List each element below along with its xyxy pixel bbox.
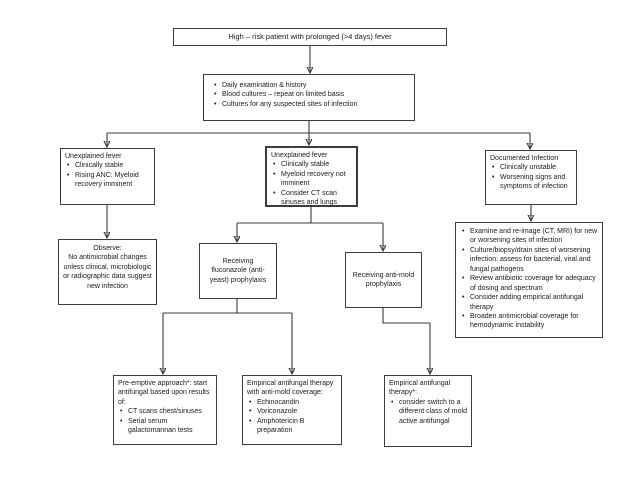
box-receiving-antimold: Receiving anti-mold prophylaxis (345, 252, 422, 308)
list-item: Review antibiotic coverage for adequacy … (460, 274, 598, 293)
workup-bullet: Cultures for any suspected sites of infe… (212, 100, 410, 109)
box-empirical-antimold-therapy: Empirical antifungal therapy with anti-m… (242, 375, 342, 445)
box-title: Empirical antifungal therapy*: (389, 380, 451, 397)
list-item: Rising ANC: Myeloid recovery imminent (65, 171, 150, 190)
box-unexplained-fever-persistent: Unexplained fever Clinically stable Myel… (265, 146, 358, 207)
list-item: Culture/biopsy/drain sites of worsening … (460, 246, 598, 274)
list-item: Examine and re-image (CT, MRI) for new o… (460, 227, 598, 246)
box-initial-workup: Daily examination & history Blood cultur… (203, 74, 415, 121)
box-high-risk-patient: High – risk patient with prolonged (>4 d… (173, 28, 447, 46)
edge-antimold-to-switch (382, 308, 430, 373)
box-observe: Observe: No antimicrobial changes unless… (58, 239, 157, 305)
list-item: Serial serum galactomannan tests (118, 417, 212, 436)
box-title: Pre-emptive approach*: start antifungal … (118, 380, 210, 406)
list-item: Consider adding empirical antifungal the… (460, 293, 598, 312)
box-title: Unexplained fever (271, 152, 328, 159)
list-item: Clinically stable (271, 160, 352, 169)
box-unexplained-fever-stable: Unexplained fever Clinically stable Risi… (60, 148, 155, 205)
workup-bullet: Blood cultures – repeat on limited basis (212, 90, 410, 99)
box-documented-infection-actions: Examine and re-image (CT, MRI) for new o… (455, 222, 603, 338)
box-title: Empirical antifungal therapy with anti-m… (247, 380, 334, 397)
list-item: Worsening signs and symptoms of infectio… (490, 173, 572, 192)
list-item: Echinocandin (247, 398, 337, 407)
box-receiving-fluconazole: Receiving fluconazole (anti-yeast) proph… (199, 243, 277, 299)
high-risk-patient-text: High – risk patient with prolonged (>4 d… (228, 31, 392, 41)
observe-title: Observe: (93, 245, 122, 252)
list-item: Clinically stable (65, 161, 150, 170)
list-item: CT scans chest/sinuses (118, 407, 212, 416)
list-item: Broaden antimicrobial coverage for hemod… (460, 312, 598, 331)
list-item: Amphotericin B preparation (247, 417, 337, 436)
box-title: Documented Infection (490, 155, 559, 162)
fluconazole-text: Receiving fluconazole (anti-yeast) proph… (209, 257, 267, 284)
observe-body: No antimicrobial changes unless clinical… (63, 254, 152, 290)
list-item: consider switch to a different class of … (389, 398, 467, 426)
antimold-text: Receiving anti-mold prophylaxis (352, 271, 415, 288)
list-item: Consider CT scan sinuses and lungs (271, 189, 352, 208)
list-item: Clinically unstable (490, 163, 572, 172)
box-empirical-switch-therapy: Empirical antifungal therapy*: consider … (384, 375, 472, 447)
box-preemptive-approach: Pre-emptive approach*: start antifungal … (113, 375, 217, 445)
box-title: Unexplained fever (65, 153, 122, 160)
list-item: Voriconazole (247, 407, 337, 416)
workup-bullet: Daily examination & history (212, 81, 410, 90)
box-documented-infection: Documented Infection Clinically unstable… (485, 150, 577, 205)
list-item: Myeloid recovery not imminent (271, 170, 352, 189)
